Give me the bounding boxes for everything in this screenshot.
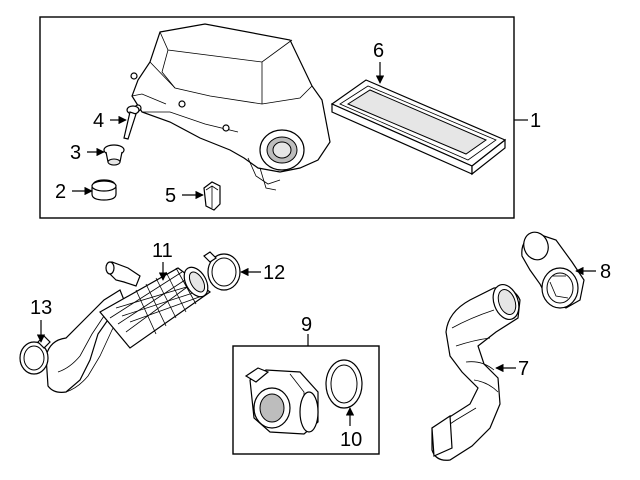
callout-10-label: 10 (340, 429, 362, 451)
duct-adapter (521, 231, 585, 309)
hose-clamp-lower (19, 335, 51, 375)
callout-11-label: 11 (152, 240, 173, 262)
callout-6-label: 6 (373, 40, 384, 62)
callout-8-label: 8 (600, 261, 611, 283)
hose-clamp-upper (203, 251, 241, 291)
callout-13-label: 13 (30, 297, 52, 319)
grommet (103, 144, 125, 166)
callout-1-label: 1 (530, 110, 541, 132)
air-cleaner-housing (130, 23, 331, 191)
callout-7-label: 7 (518, 358, 529, 380)
air-filter-element (330, 79, 507, 176)
intake-duct (431, 283, 521, 461)
clip (203, 181, 221, 211)
callout-4-label: 4 (93, 110, 104, 132)
callout-5-label: 5 (165, 185, 176, 207)
gasket (325, 359, 363, 409)
bolt (123, 105, 140, 140)
mass-air-flow-sensor (244, 367, 319, 435)
air-cleaner-assembly-frame (39, 16, 515, 219)
intake-hose (45, 261, 212, 393)
callout-9-label: 9 (301, 314, 312, 336)
callout-3-label: 3 (70, 142, 81, 164)
cap (91, 179, 117, 201)
callout-12-label: 12 (263, 262, 285, 284)
air-flow-sensor-frame (232, 345, 380, 455)
callout-2-label: 2 (55, 181, 66, 203)
